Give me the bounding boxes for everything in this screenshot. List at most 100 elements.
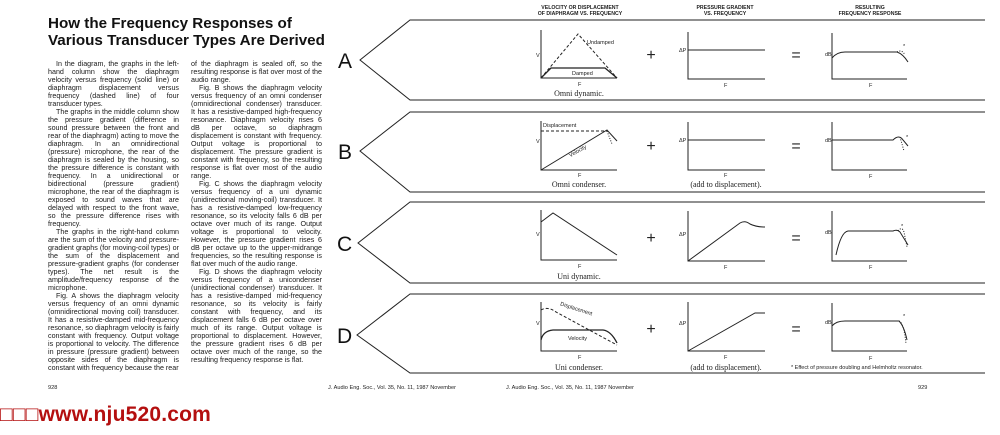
axes (831, 211, 907, 262)
page-number-left: 928 (48, 385, 57, 391)
asterisk: * (903, 44, 906, 50)
axes (687, 302, 765, 352)
effect-curve (898, 320, 907, 345)
axis-label-f: F (724, 173, 728, 179)
article-title: How the Frequency Responses of Various T… (48, 15, 325, 49)
axis-label-dp: ΔP (679, 138, 687, 144)
axes (540, 210, 617, 261)
asterisk: * (901, 224, 904, 230)
bracket-c (357, 201, 985, 284)
damped-curve (540, 67, 618, 79)
undamped-label: Undamped (587, 40, 614, 46)
axis-label-f: F (724, 83, 728, 89)
header-middle-line2: VS. FREQUENCY (704, 11, 747, 17)
axis-label-f: F (869, 83, 873, 89)
pressure-gradient-curve (687, 312, 765, 352)
bracket-b (359, 111, 985, 193)
row-letter-a: A (338, 50, 352, 73)
row-letter-b: B (338, 141, 352, 164)
journal-citation-right: J. Audio Eng. Soc., Vol. 35, No. 11, 198… (506, 385, 634, 391)
row-letter-d: D (337, 325, 352, 348)
bracket-d (356, 293, 985, 374)
text-column-2: of the diaphragm is sealed off, so the r… (191, 60, 322, 364)
axes (687, 32, 765, 80)
velocity-curve (540, 129, 618, 171)
axis-label-v: V (536, 321, 540, 327)
axis-label-f: F (869, 356, 873, 362)
axis-label-f: F (578, 82, 582, 88)
axes (831, 303, 907, 352)
axis-label-v: V (536, 139, 540, 145)
velocity-label: Velocity (568, 144, 588, 159)
axis-label-db: dB (825, 320, 832, 326)
plus-sign: + (646, 47, 655, 64)
velocity-curve (540, 329, 618, 344)
axis-label-v: V (536, 232, 540, 238)
equals-sign: = (791, 321, 800, 338)
paragraph: The graphs in the middle column show the… (48, 108, 179, 228)
axis-label-dp: ΔP (679, 321, 687, 327)
caption-left: Omni dynamic. (554, 89, 604, 98)
paragraph: Fig. C shows the diaphragm velocity vers… (191, 180, 322, 268)
header-left-line1: VELOCITY OR DISPLACEMENT (541, 5, 619, 11)
asterisk: * (903, 314, 906, 320)
response-curve (831, 320, 908, 341)
caption-left: Uni dynamic. (557, 272, 601, 281)
header-right-line2: FREQUENCY RESPONSE (839, 11, 902, 17)
velocity-label: Velocity (568, 336, 587, 342)
header-middle-line1: PRESSURE GRADIENT (696, 5, 754, 11)
displacement-label: Displacement (543, 123, 577, 129)
axis-label-f: F (869, 265, 873, 271)
caption-middle: (add to displacement). (690, 180, 761, 189)
footnote: * Effect of pressure doubling and Helmho… (791, 365, 923, 371)
plus-sign: + (646, 138, 655, 155)
paragraph: of the diaphragm is sealed off, so the r… (191, 60, 322, 84)
axes (687, 211, 765, 262)
response-curve (832, 136, 909, 147)
paragraph: In the diagram, the graphs in the left-h… (48, 60, 179, 108)
plus-sign: + (646, 321, 655, 338)
velocity-curve (540, 212, 618, 256)
axis-label-db: dB (825, 138, 832, 144)
equals-sign: = (791, 47, 800, 64)
axis-label-f: F (724, 355, 728, 361)
paragraph: Fig. A shows the diaphragm velocity vers… (48, 292, 179, 372)
axis-label-f: F (578, 264, 582, 270)
axes (540, 302, 617, 352)
header-left-line2: OF DIAPHRAGM VS. FREQUENCY (538, 11, 623, 17)
plus-sign: + (646, 230, 655, 247)
axes (831, 33, 907, 80)
header-right-line1: RESULTING (855, 5, 885, 11)
row-letter-c: C (337, 233, 352, 256)
caption-left: Uni condenser. (555, 363, 603, 372)
damped-label: Damped (572, 71, 593, 77)
page-number-right: 929 (918, 385, 927, 391)
paragraph: Fig. D shows the diaphragm velocity vers… (191, 268, 322, 364)
journal-citation-left: J. Audio Eng. Soc., Vol. 35, No. 11, 198… (328, 385, 456, 391)
axes (831, 122, 907, 171)
axis-label-f: F (578, 173, 582, 179)
caption-middle: (add to displacement). (690, 363, 761, 372)
response-curve (835, 229, 909, 256)
bracket-a (359, 19, 985, 101)
axis-label-db: dB (825, 52, 832, 58)
axis-label-dp: ΔP (679, 48, 687, 54)
axis-label-f: F (578, 355, 582, 361)
paragraph: Fig. B shows the diaphragm velocity vers… (191, 84, 322, 180)
axis-label-v: V (536, 53, 540, 59)
axes (687, 122, 765, 171)
undamped-curve (540, 33, 618, 79)
axis-label-f: F (724, 265, 728, 271)
caption-left: Omni condenser. (552, 180, 606, 189)
response-curve (831, 51, 909, 63)
watermark: □□□www.nju520.com (0, 403, 212, 426)
axis-label-f: F (869, 174, 873, 180)
displacement-label: Displacement (559, 301, 593, 317)
displacement-curve (540, 307, 618, 346)
pressure-gradient-curve (687, 221, 766, 262)
axis-label-db: dB (825, 230, 832, 236)
effect-curve (896, 50, 906, 56)
equals-sign: = (791, 230, 800, 247)
paragraph: The graphs in the right-hand column are … (48, 228, 179, 292)
